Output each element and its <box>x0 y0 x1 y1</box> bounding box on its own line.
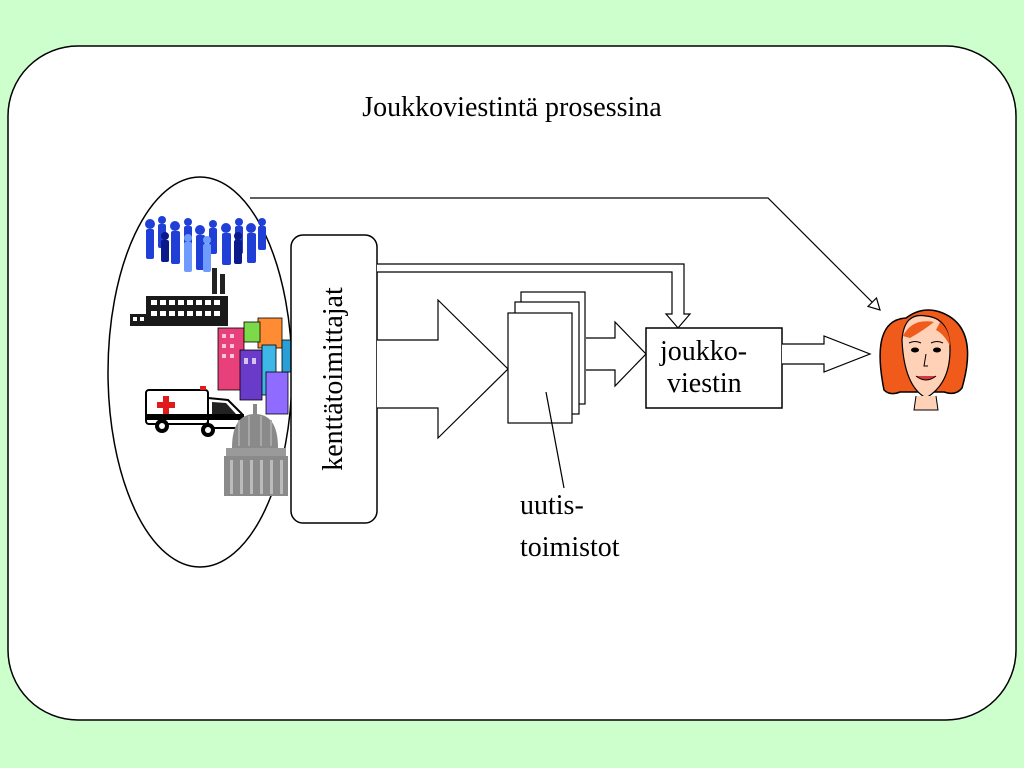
ambulance-icon <box>145 386 246 437</box>
woman-face-icon <box>879 309 969 411</box>
capitol-dome-icon <box>224 404 288 496</box>
news-agencies-stack <box>507 291 586 424</box>
slide-title: Joukkoviestintä prosessina <box>362 92 662 123</box>
mass-medium-box <box>645 327 783 409</box>
mass-medium-label-line2: viestin <box>667 368 742 399</box>
mass-medium-label-line1: joukko- <box>660 336 748 367</box>
direct-arrow <box>250 197 880 310</box>
media-to-audience-arrow <box>782 335 872 373</box>
agencies-pointer-line <box>545 391 565 489</box>
news-agencies-label-line2: toimistot <box>520 532 620 563</box>
crowd-icon <box>145 216 266 272</box>
city-buildings-icon <box>217 317 293 415</box>
field-reporters-label: kenttätoimittajat <box>318 287 349 471</box>
factory-icon <box>130 268 228 326</box>
news-agencies-label-line1: uutis- <box>520 490 584 521</box>
